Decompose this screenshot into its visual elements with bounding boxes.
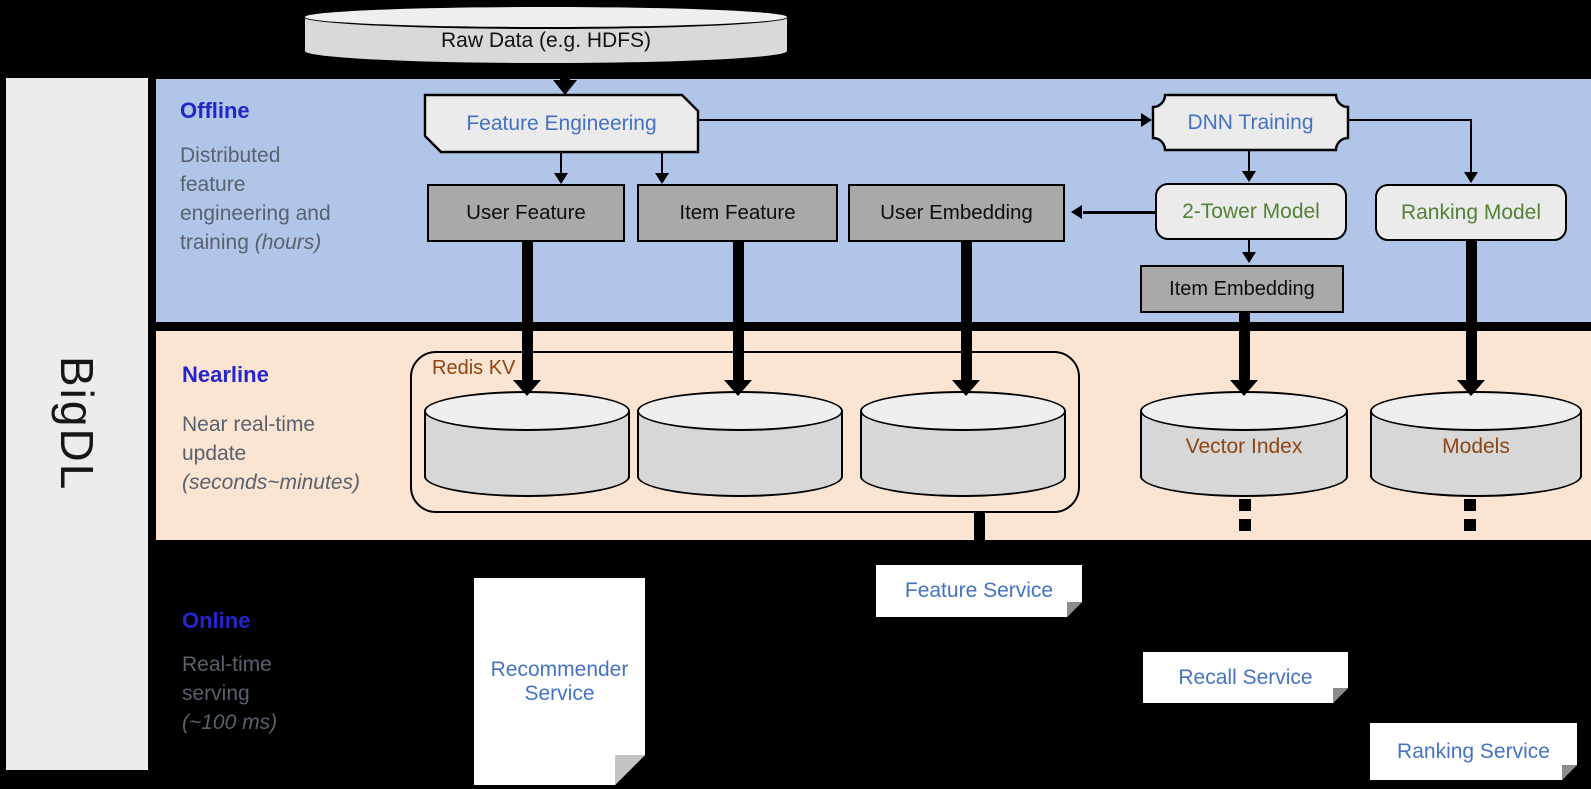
bigdl-sidebar: BigDL xyxy=(6,78,148,770)
feature-engineering-label: Feature Engineering xyxy=(466,111,657,135)
arrow-userfeature-to-redis-head xyxy=(513,380,541,396)
models-store: Models xyxy=(1370,391,1582,497)
arrow-fe-to-dnn-head xyxy=(1141,113,1152,127)
arrow-2tower-to-itemembedding xyxy=(1247,240,1251,253)
arrow-dnn-to-2tower xyxy=(1247,150,1251,172)
offline-caption-italic: (hours) xyxy=(254,231,322,254)
arrow-rawdata-to-fe xyxy=(560,63,570,81)
arrow-userembedding-to-redis-head xyxy=(952,380,980,396)
arrow-fe-to-userfeature xyxy=(559,152,563,173)
feature-engineering-shape xyxy=(423,93,700,154)
user-embedding-box: User Embedding xyxy=(848,184,1065,242)
vector-index-label: Vector Index xyxy=(1185,435,1303,458)
user-feature-box: User Feature xyxy=(427,184,625,242)
arrow-fe-to-dnn xyxy=(698,118,1141,121)
dnn-training-shape xyxy=(1151,93,1350,152)
online-caption-italic: (~100 ms) xyxy=(182,711,278,734)
models-label: Models xyxy=(1442,435,1510,458)
fold-corner-icon xyxy=(1067,602,1082,617)
arrow-itemembedding-to-vectorindex xyxy=(1238,312,1250,380)
arrow-userfeature-to-redis xyxy=(521,241,533,380)
redis-kv-frame xyxy=(410,351,1080,513)
cylinder-top xyxy=(1140,391,1348,431)
arrow-rankingmodel-to-models xyxy=(1465,240,1477,380)
fold-corner-icon xyxy=(1333,688,1348,703)
arrow-2tower-to-userembedding-head xyxy=(1071,205,1082,219)
online-title: Online xyxy=(182,608,251,633)
arrow-itemembedding-to-vectorindex-head xyxy=(1230,380,1258,396)
recall-service-label: Recall Service xyxy=(1178,665,1313,689)
arrow-2tower-to-itemembedding-head xyxy=(1242,252,1256,263)
arrow-dnn-to-ranking-h xyxy=(1348,118,1471,121)
offline-title: Offline xyxy=(180,98,250,123)
recommender-service-label: Recommender Service xyxy=(490,657,629,705)
ranking-service-label: Ranking Service xyxy=(1397,739,1550,763)
dashed-arrow-models-1 xyxy=(1464,499,1476,511)
arrow-userembedding-to-redis xyxy=(960,241,972,380)
ranking-service-box: Ranking Service xyxy=(1370,723,1577,780)
dashed-arrow-vectorindex-2 xyxy=(1239,519,1251,531)
dashed-arrow-vectorindex-1 xyxy=(1239,499,1251,511)
dashed-arrow-models-2 xyxy=(1464,519,1476,531)
arrow-fe-to-itemfeature-head xyxy=(655,173,669,184)
arrow-redis-to-featureservice xyxy=(973,512,985,546)
dnn-training-label: DNN Training xyxy=(1187,110,1314,134)
arrow-dnn-to-2tower-head xyxy=(1242,171,1256,182)
arrow-fe-to-userfeature-head xyxy=(554,173,568,184)
arrow-dnn-to-ranking-head xyxy=(1464,172,1478,183)
vector-index-store: Vector Index xyxy=(1140,391,1348,497)
bigdl-logo-text: BigDL xyxy=(51,356,103,492)
redis-cylinder-3 xyxy=(860,391,1066,497)
arrow-rankingmodel-to-models-head xyxy=(1457,380,1485,396)
arrow-fe-to-itemfeature xyxy=(660,152,664,173)
arrow-2tower-to-userembedding xyxy=(1083,211,1155,214)
redis-cylinder-1 xyxy=(424,391,630,497)
feature-service-label: Feature Service xyxy=(904,579,1054,602)
item-embedding-box: Item Embedding xyxy=(1140,265,1344,313)
raw-data-label: Raw Data (e.g. HDFS) xyxy=(440,29,652,52)
ranking-model-box: Ranking Model xyxy=(1375,184,1567,241)
redis-cylinder-2 xyxy=(637,391,843,497)
cylinder-top xyxy=(424,391,630,431)
cylinder-top xyxy=(1370,391,1582,431)
raw-data-cylinder-top xyxy=(303,5,789,29)
cylinder-top xyxy=(637,391,843,431)
fold-corner-icon xyxy=(1562,765,1577,780)
cylinder-top xyxy=(860,391,1066,431)
arrow-rawdata-to-fe-head xyxy=(553,80,577,95)
nearline-title: Nearline xyxy=(182,362,269,387)
two-tower-model-box: 2-Tower Model xyxy=(1155,183,1347,240)
arrow-itemfeature-to-redis-head xyxy=(724,380,752,396)
feature-service-box: Feature Service xyxy=(876,565,1082,617)
nearline-caption-italic: (seconds~minutes) xyxy=(182,471,360,494)
redis-kv-label: Redis KV xyxy=(432,357,516,379)
arrow-redis-to-featureservice-head xyxy=(965,546,993,562)
arrow-itemfeature-to-redis xyxy=(732,241,744,380)
raw-data-store: Raw Data (e.g. HDFS) xyxy=(303,5,789,65)
recall-service-box: Recall Service xyxy=(1143,652,1348,703)
arrow-dnn-to-ranking-v xyxy=(1469,118,1473,173)
item-feature-box: Item Feature xyxy=(637,184,838,242)
fold-corner-icon xyxy=(615,755,645,785)
recommender-service-doc: Recommender Service xyxy=(474,578,645,785)
